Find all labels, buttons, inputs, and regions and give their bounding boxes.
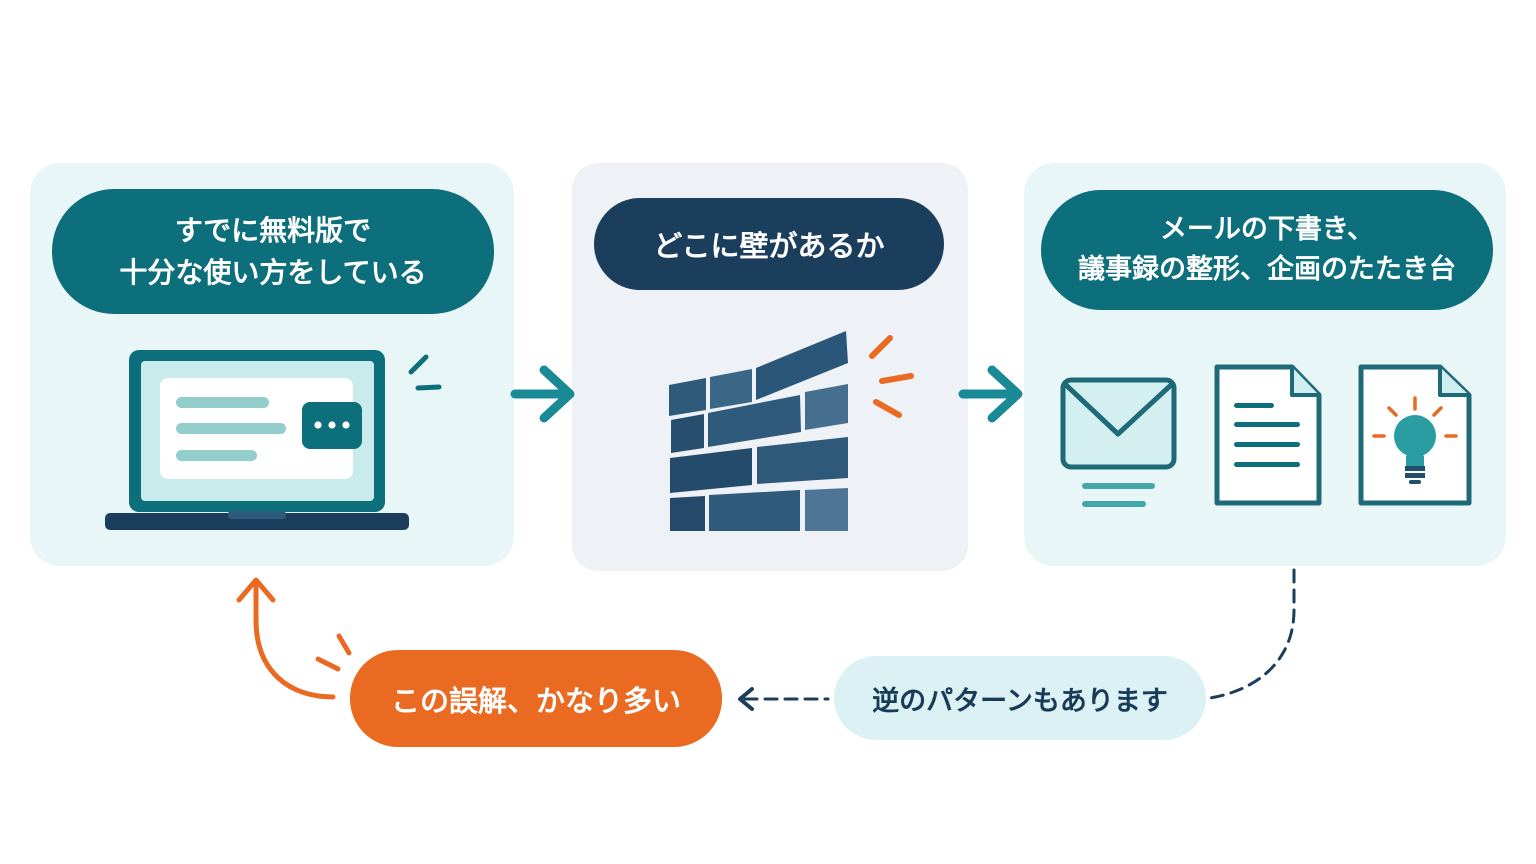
document-icon: [1214, 364, 1322, 506]
misconception-badge: この誤解、かなり多い: [350, 650, 722, 747]
step3-label-line-1: メールの下書き、: [1159, 214, 1375, 245]
reverse-pattern-badge: 逆のパターンもあります: [834, 656, 1206, 740]
brick-wall-icon: [669, 331, 848, 531]
lightbulb-document-icon: [1358, 364, 1472, 506]
step1-label-line-1: すでに無料版で: [174, 213, 372, 247]
impact-lines-icon: [869, 335, 914, 418]
misconception-text: この誤解、かなり多い: [390, 683, 681, 718]
envelope-icon: [1060, 377, 1177, 507]
step1-label-line-2: 十分な使い方をしている: [119, 255, 427, 289]
step3-label-line-2: 議事録の整形、企画のたたき台: [1078, 254, 1456, 285]
reverse-pattern-text: 逆のパターンもあります: [872, 685, 1168, 717]
arrow-right-icon: [510, 365, 575, 423]
step2-label: どこに壁があるか: [594, 198, 944, 290]
step1-label: すでに無料版で 十分な使い方をしている: [52, 189, 494, 314]
curved-return-arrow-icon: [236, 577, 336, 700]
arrow-right-icon: [958, 365, 1023, 423]
step3-label: メールの下書き、 議事録の整形、企画のたたき台: [1041, 190, 1493, 310]
step2-label-text: どこに壁があるか: [653, 229, 885, 263]
laptop-chat-icon: [105, 350, 409, 530]
sparkle-lines-icon: [408, 354, 442, 391]
emphasis-lines-icon: [315, 633, 352, 672]
dashed-arrow-left-icon: [738, 687, 830, 711]
dashed-connector: [1208, 568, 1296, 700]
